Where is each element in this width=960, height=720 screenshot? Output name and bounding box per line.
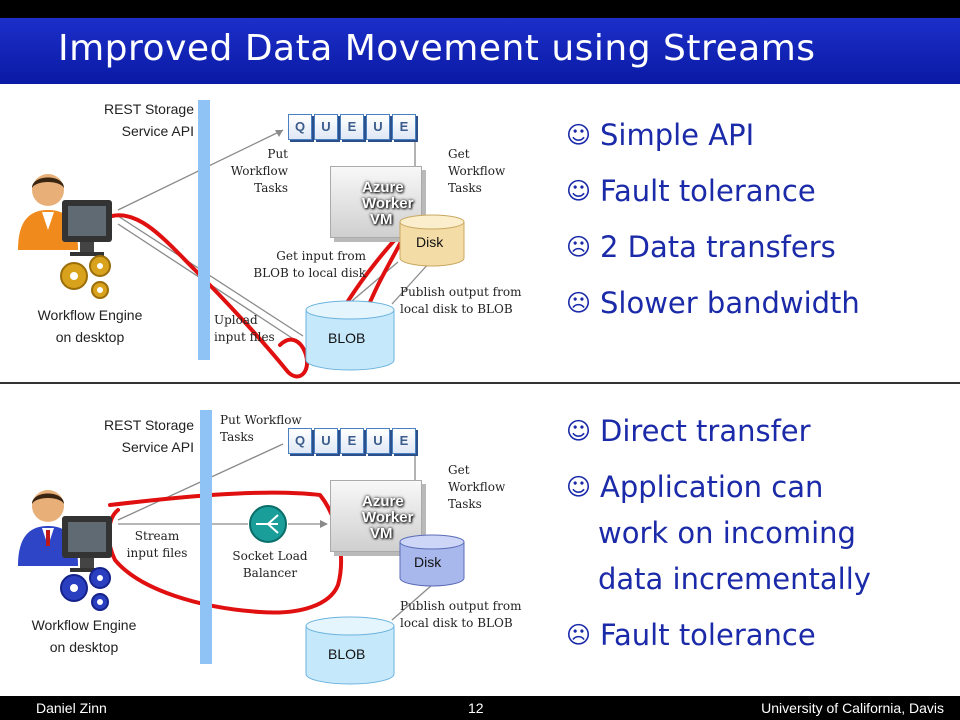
- footer-bar: [0, 696, 960, 720]
- upload-label: Upload input files: [214, 313, 275, 344]
- disk-icon: [399, 534, 465, 587]
- frown-icon: ☹: [566, 621, 592, 649]
- bullet-item: ☺Direct transfer: [566, 414, 811, 448]
- publish-line-bottom: [391, 584, 433, 621]
- bullet-continuation: work on incoming: [598, 516, 856, 550]
- top-bullet-list: ☺Simple API ☺Fault tolerance ☹2 Data tra…: [566, 118, 860, 320]
- queue-cell: Q: [288, 114, 312, 140]
- queue-cell: U: [366, 114, 390, 140]
- rest-api-label-bottom: REST Storage Service API: [103, 417, 194, 455]
- user-at-computer-icon: [18, 490, 112, 611]
- queue-cell: U: [314, 114, 338, 140]
- put-tasks-label: Put Workflow Tasks: [230, 147, 288, 195]
- publish-label: Publish output from local disk to BLOB: [400, 285, 522, 316]
- user-at-computer-icon: [18, 174, 112, 299]
- queue-icon: Q U E U E: [288, 428, 418, 454]
- publish-line: [391, 261, 431, 305]
- bullet-item: ☺Application can: [566, 470, 824, 504]
- red-annotation-upload: [110, 213, 309, 379]
- red-annotation-upload-tail: [278, 337, 307, 354]
- blob-label: BLOB: [328, 330, 366, 346]
- blob-icon: [305, 300, 395, 371]
- engine-label-bottom: Workflow Engine on desktop: [31, 617, 137, 655]
- get-tasks-label: Get Workflow Tasks: [448, 147, 506, 195]
- queue-cell: E: [392, 428, 416, 454]
- footer-institution: University of California, Davis: [761, 700, 944, 716]
- smiley-icon: ☺: [566, 121, 592, 149]
- queue-icon: Q U E U E: [288, 114, 418, 140]
- queue-cell: E: [392, 114, 416, 140]
- disk-label: Disk: [414, 554, 442, 570]
- queue-cell: E: [340, 114, 364, 140]
- footer-page-number: 12: [468, 700, 484, 716]
- balancer-label: Socket Load Balancer: [232, 549, 308, 580]
- queue-cell: U: [314, 428, 338, 454]
- publish-label-bottom: Publish output from local disk to BLOB: [400, 599, 522, 630]
- section-divider: [0, 382, 960, 384]
- load-balancer-icon: [249, 505, 287, 543]
- footer-author: Daniel Zinn: [36, 700, 107, 716]
- azure-vm-label: Azure Worker VM: [362, 493, 414, 542]
- smiley-icon: ☺: [566, 177, 592, 205]
- smiley-icon: ☺: [566, 473, 592, 501]
- blob-icon: [305, 616, 395, 685]
- bullet-continuation: data incrementally: [598, 562, 871, 596]
- get-input-label: Get input from BLOB to local disk: [253, 249, 366, 280]
- disk-icon: [399, 214, 465, 267]
- bullet-item: ☺Fault tolerance: [566, 174, 816, 208]
- bullet-item: ☹2 Data transfers: [566, 230, 836, 264]
- top-black-bar: [0, 0, 960, 18]
- arrowhead: [275, 130, 283, 137]
- rest-api-bar-bottom: [200, 410, 212, 664]
- disk-label: Disk: [416, 234, 444, 250]
- put-tasks-label-bottom: Put Workflow Tasks: [220, 413, 302, 444]
- red-annotation-stream: [106, 490, 343, 615]
- get-tasks-label-bottom: Get Workflow Tasks: [448, 463, 506, 511]
- bullet-item: ☹Slower bandwidth: [566, 286, 860, 320]
- arrowhead: [320, 520, 328, 528]
- title-bar: [0, 18, 960, 84]
- queue-cell: U: [366, 428, 390, 454]
- smiley-icon: ☺: [566, 417, 592, 445]
- bullet-item: ☺Simple API: [566, 118, 755, 152]
- azure-vm-label: Azure Worker VM: [362, 179, 414, 228]
- slide-title: Improved Data Movement using Streams: [58, 28, 816, 69]
- bullet-item: ☹Fault tolerance: [566, 618, 816, 652]
- rest-api-label: REST Storage Service API: [103, 101, 194, 139]
- frown-icon: ☹: [566, 289, 592, 317]
- queue-cell: Q: [288, 428, 312, 454]
- frown-icon: ☹: [566, 233, 592, 261]
- rest-api-bar: [198, 100, 210, 360]
- blob-label: BLOB: [328, 646, 366, 662]
- bottom-bullet-list: ☺Direct transfer ☺Application can work o…: [566, 414, 871, 652]
- get-input-line: [345, 261, 399, 307]
- stream-label: Stream input files: [126, 529, 188, 560]
- engine-label: Workflow Engine on desktop: [37, 307, 143, 345]
- upload-line-1: [117, 215, 304, 337]
- queue-cell: E: [340, 428, 364, 454]
